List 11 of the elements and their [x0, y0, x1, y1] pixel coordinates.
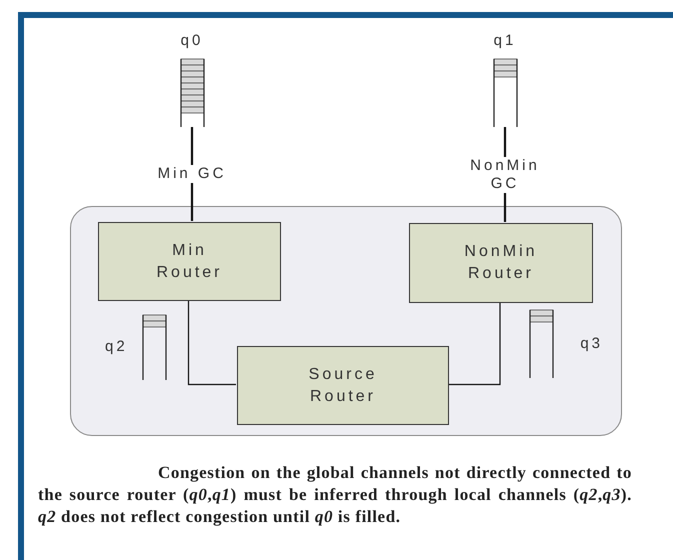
- router-box: NonMin Router: [409, 223, 593, 303]
- connector-line: [448, 302, 501, 386]
- router-box: Source Router: [237, 346, 449, 425]
- router-box: Min Router: [98, 222, 281, 301]
- queue-label: q2: [105, 338, 128, 356]
- queue-label: q1: [494, 32, 516, 50]
- connector-line: [188, 300, 236, 386]
- figure-caption: Congestion on the global channels not directly connected to the source router (q0,q1) must be inferred through local channels (q2,q3). q2 does not reflect congestion until q0 is filled.: [38, 462, 632, 528]
- queue-label: q3: [580, 334, 603, 352]
- queue-label: q0: [180, 32, 204, 50]
- router-group-panel: [70, 206, 622, 436]
